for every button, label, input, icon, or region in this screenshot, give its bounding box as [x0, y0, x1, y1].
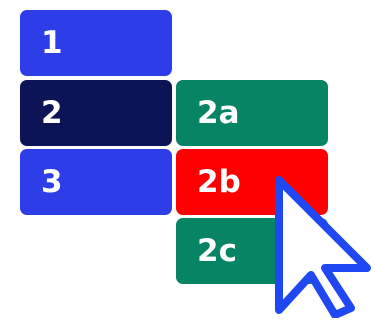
submenu-item-label: 2b	[197, 163, 241, 200]
menu-item-label: 2	[41, 94, 63, 131]
menu-item-1[interactable]: 1	[20, 10, 172, 76]
submenu-item-label: 2a	[197, 94, 240, 131]
submenu-item-2a[interactable]: 2a	[176, 80, 328, 146]
mouse-pointer-icon	[275, 176, 371, 318]
menu-item-label: 1	[41, 24, 63, 61]
submenu-item-label: 2c	[197, 232, 237, 269]
menu-item-3[interactable]: 3	[20, 149, 172, 215]
menu-item-2[interactable]: 2	[20, 80, 172, 146]
menu-item-label: 3	[41, 163, 63, 200]
